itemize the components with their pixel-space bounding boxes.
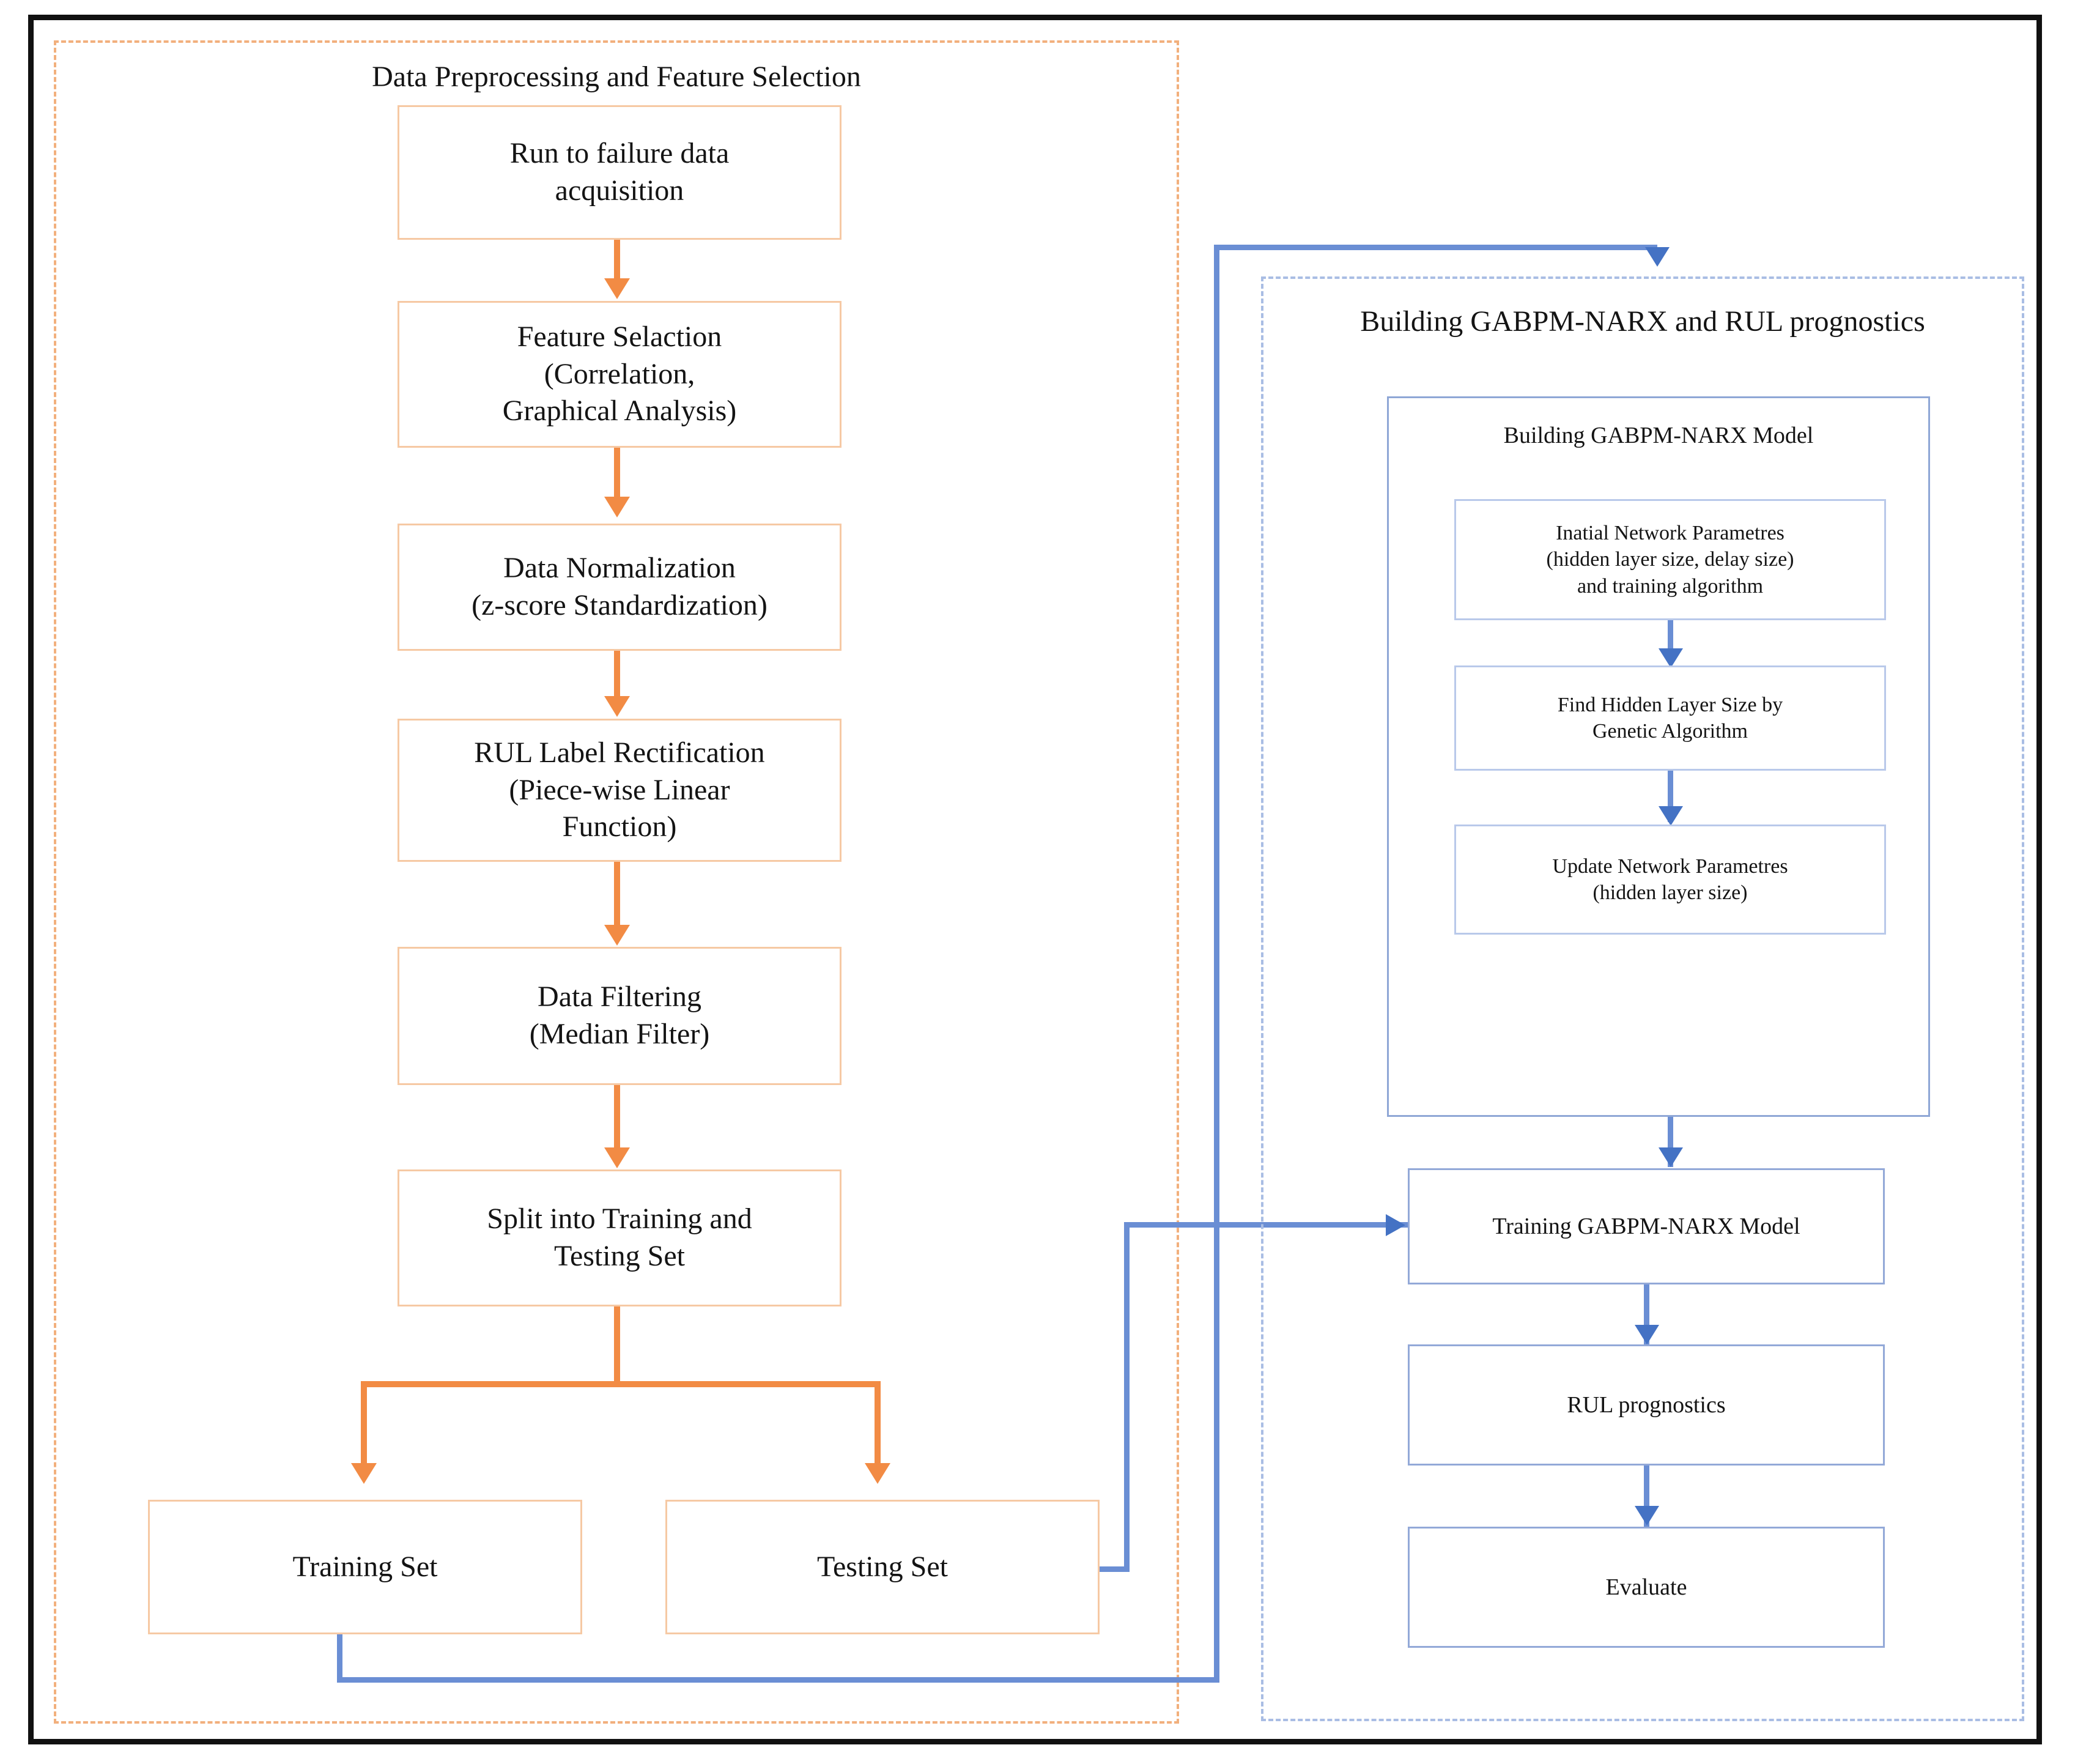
connector-split-left-drop — [361, 1381, 367, 1474]
connector-split-bus — [361, 1381, 881, 1387]
node-label: Split into Training and Testing Set — [487, 1203, 752, 1272]
arrow-find-to-update — [1659, 806, 1683, 826]
arrow-rul-to-filtering — [604, 925, 630, 946]
arrow-into-train-model — [1386, 1214, 1405, 1236]
connector-feature-to-norm — [614, 448, 620, 509]
connector-split-right-drop — [875, 1381, 881, 1474]
node-label: Evaluate — [1605, 1574, 1687, 1600]
panel-title-left: Data Preprocessing and Feature Selection — [372, 61, 861, 93]
arrow-acq-to-feature — [604, 278, 630, 299]
node-label: Feature Selaction (Correlation, Graphica… — [502, 320, 737, 428]
node-initial-network-parameters: Inatial Network Parametres (hidden layer… — [1454, 499, 1886, 620]
arrow-norm-to-rul — [604, 696, 630, 717]
node-label: Data Normalization (z-score Standardizat… — [472, 552, 767, 621]
arrow-subgroup-to-train — [1659, 1147, 1683, 1167]
connector-testingset-out — [1100, 1566, 1129, 1572]
node-label: Update Network Parametres (hidden layer … — [1552, 854, 1788, 904]
arrow-feature-to-norm — [604, 497, 630, 517]
connector-testingset-to-train — [1124, 1222, 1408, 1228]
panel-building-gabpm-narx — [1261, 276, 2024, 1721]
connector-trainingset-drop — [337, 1634, 342, 1682]
node-label: Inatial Network Parametres (hidden layer… — [1546, 522, 1794, 598]
node-rul-label-rectification: RUL Label Rectification (Piece-wise Line… — [398, 719, 841, 862]
node-label: Training Set — [292, 1550, 438, 1583]
arrow-prognostics-to-evaluate — [1635, 1506, 1659, 1525]
connector-subgroup-to-train — [1668, 1117, 1673, 1167]
connector-rul-to-filtering — [614, 862, 620, 938]
node-run-to-failure-acquisition: Run to failure data acquisition — [398, 105, 841, 240]
node-training-set: Training Set — [148, 1500, 582, 1634]
panel-title-right: Building GABPM-NARX and RUL prognostics — [1360, 305, 1925, 338]
connector-norm-to-rul — [614, 651, 620, 707]
node-label: RUL Label Rectification (Piece-wise Line… — [474, 736, 765, 843]
node-update-network-parameters: Update Network Parametres (hidden layer … — [1454, 825, 1886, 935]
panel-data-preprocessing — [54, 40, 1179, 1724]
node-label: Find Hidden Layer Size by Genetic Algori… — [1557, 693, 1783, 743]
connector-split-stem — [614, 1306, 620, 1385]
arrow-train-to-prognostics — [1635, 1325, 1659, 1344]
node-data-normalization: Data Normalization (z-score Standardizat… — [398, 524, 841, 651]
connector-filtering-to-split — [614, 1085, 620, 1161]
connector-right-riser — [1214, 245, 1219, 1683]
node-label: Training GABPM-NARX Model — [1492, 1213, 1800, 1239]
subgroup-title: Building GABPM-NARX Model — [1503, 423, 1814, 448]
node-feature-selection: Feature Selaction (Correlation, Graphica… — [398, 301, 841, 448]
arrow-init-to-find — [1659, 648, 1683, 668]
node-label: RUL prognostics — [1567, 1392, 1726, 1418]
node-data-filtering: Data Filtering (Median Filter) — [398, 947, 841, 1085]
node-testing-set: Testing Set — [665, 1500, 1100, 1634]
arrow-split-to-testing-set — [865, 1463, 890, 1484]
node-find-hidden-layer-size: Find Hidden Layer Size by Genetic Algori… — [1454, 665, 1886, 771]
connector-testingset-riser — [1124, 1222, 1130, 1572]
arrow-split-to-training-set — [351, 1463, 377, 1484]
node-evaluate: Evaluate — [1408, 1527, 1885, 1648]
connector-top-bus — [1214, 245, 1657, 250]
node-training-gabpm-narx-model: Training GABPM-NARX Model — [1408, 1168, 1885, 1284]
connector-acq-to-feature — [614, 240, 620, 285]
node-split-train-test: Split into Training and Testing Set — [398, 1169, 841, 1306]
connector-prognostics-to-evaluate — [1644, 1466, 1649, 1527]
connector-train-to-prognostics — [1644, 1284, 1649, 1346]
arrow-into-right-panel — [1645, 247, 1670, 267]
connector-bottom-bus — [337, 1677, 1219, 1683]
arrow-filtering-to-split — [604, 1147, 630, 1168]
node-label: Testing Set — [817, 1550, 948, 1583]
node-rul-prognostics: RUL prognostics — [1408, 1344, 1885, 1466]
node-label: Run to failure data acquisition — [509, 137, 730, 207]
connector-find-to-update — [1668, 771, 1673, 822]
connector-init-to-find — [1668, 620, 1673, 663]
node-label: Data Filtering (Median Filter) — [529, 980, 710, 1050]
